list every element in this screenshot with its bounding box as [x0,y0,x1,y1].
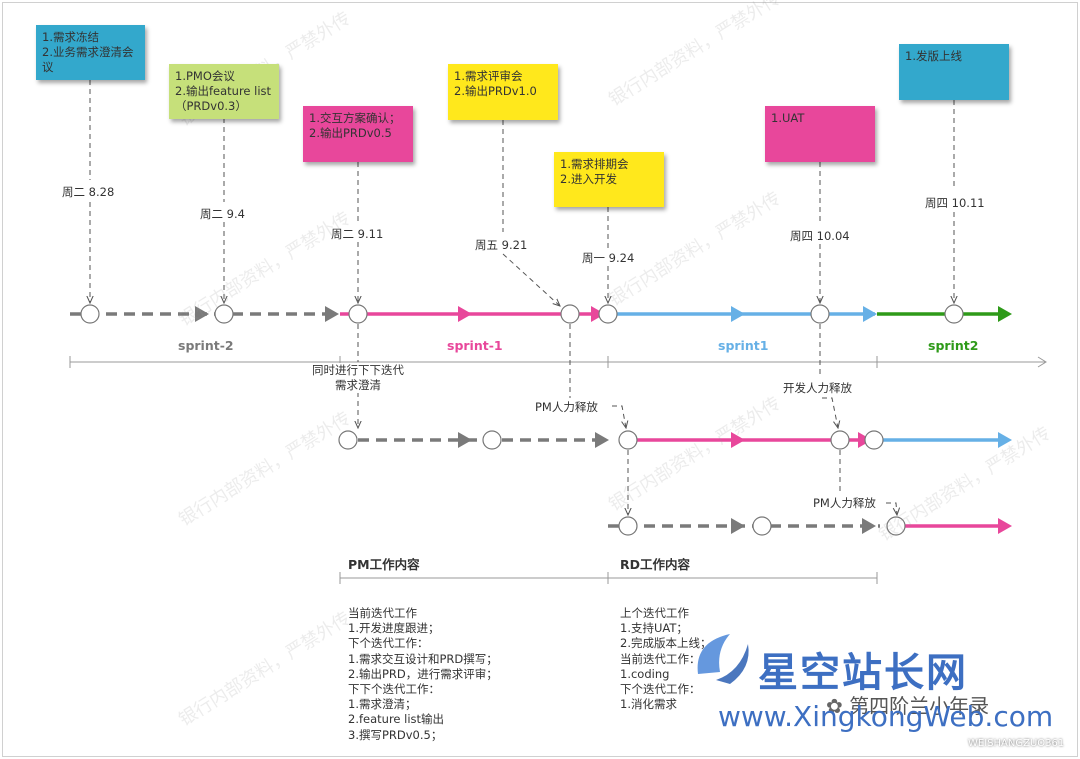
milestone-node-1 [80,304,100,324]
watermark-id: WEISHANGZUO361 [968,738,1065,749]
milestone-node-4 [560,304,580,324]
milestone-node-7 [944,304,964,324]
site-url: www.XingkongWeb.com [718,700,1054,733]
wechat-icon: ✿ [826,694,850,718]
row1-blue-arrowhead-2 [863,306,877,322]
row1-pink-arrowhead-2 [591,306,605,322]
date-label: 周四 10.04 [790,229,850,243]
date-label: 周二 8.28 [62,185,115,199]
milestone-node-6 [810,304,830,324]
milestone-node-2 [214,304,234,324]
sprint-label: sprint2 [928,338,979,353]
site-logo-icon [697,634,749,684]
row1-gray-arrowhead-2 [325,306,339,322]
row1-pink-arrowhead-1 [458,306,472,322]
note-pmo-meeting: 1.PMO会议 2.输出feature list（PRDv0.3） [169,64,279,119]
row1-green-arrowhead [998,306,1012,322]
rd-work-title: RD工作内容 [620,557,691,572]
sprint-axis [69,356,1047,368]
site-logo-text: 星空站长网 [758,650,968,696]
sprint-label: sprint-1 [447,338,503,353]
rd-work-body: 上个迭代工作 1.支持UAT； 2.完成版本上线； 当前迭代工作： 1.codi… [620,606,712,712]
note-requirements-review: 1.需求评审会 2.输出PRDv1.0 [448,64,558,120]
annotation-pm-release: PM人力释放 [813,495,876,511]
row2-timeline [338,430,1012,450]
section-rules [339,572,878,584]
annotation-dev-release: 开发人力释放 [783,380,852,396]
milestone-node-3 [348,304,368,324]
date-label: 周四 10.11 [925,196,985,210]
note-scheduling-meeting: 1.需求排期会 2.进入开发 [554,152,664,207]
pm-work-body: 当前迭代工作 1.开发进度跟进； 下个迭代工作： 1.需求交互设计和PRD撰写；… [348,606,498,742]
annotation-parallel-clarification: 同时进行下下迭代需求澄清 [312,363,404,393]
date-label: 周五 9.21 [475,238,528,252]
row1-blue-arrowhead-1 [731,306,745,322]
wechat-watermark: ✿ 第四阶兰小年录 [826,690,989,719]
note-interaction-confirm: 1.交互方案确认； 2.输出PRDv0.5 [303,106,413,162]
note-connectors [90,80,954,306]
cross-connectors [358,324,897,515]
date-label: 周二 9.4 [200,207,245,221]
wechat-name: 第四阶兰小年录 [849,694,990,718]
annotation-pm-release: PM人力释放 [535,399,598,415]
date-label: 周一 9.24 [582,251,635,265]
milestone-node-5 [598,304,618,324]
pm-work-title: PM工作内容 [348,557,420,572]
row1-timeline [70,304,1012,324]
sprint-label: sprint-2 [178,338,234,353]
note-uat: 1.UAT [765,106,875,162]
row1-gray-arrowhead-1 [195,306,209,322]
date-label: 周二 9.11 [331,227,384,241]
sprint-label: sprint1 [718,338,769,353]
row3-timeline [608,516,1012,536]
note-requirements-freeze: 1.需求冻结 2.业务需求澄清会议 [36,25,145,80]
note-release: 1.发版上线 [899,44,1009,100]
